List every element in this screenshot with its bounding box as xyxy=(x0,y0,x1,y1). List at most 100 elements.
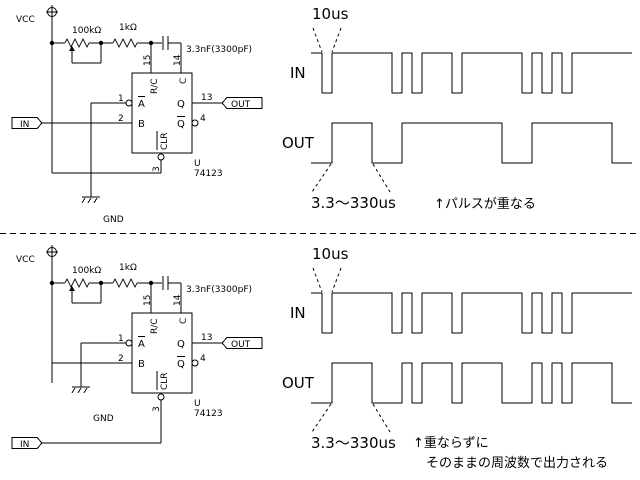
pin-3-number: 3 xyxy=(152,166,162,172)
ground-hatch xyxy=(77,387,82,394)
pulse-width-dimension xyxy=(331,27,342,53)
ground-hatch xyxy=(71,387,76,394)
junction-dot xyxy=(49,280,55,286)
ground-hatch xyxy=(87,197,92,204)
ground-hatch xyxy=(83,387,88,394)
pin-clr-name: CLR xyxy=(160,132,170,150)
resistor-label: 1kΩ xyxy=(119,263,137,273)
pin-2-number: 2 xyxy=(118,114,124,124)
timing-in-label: IN xyxy=(290,64,306,82)
pulse-width-label: 10us xyxy=(312,245,349,263)
pin-q-name: Q xyxy=(177,99,185,110)
pin-a-bubble-icon xyxy=(125,99,133,107)
pin-qbar-bubble-icon xyxy=(191,359,199,367)
ic-part-number: 74123 xyxy=(194,409,223,419)
pin-b-name: B xyxy=(138,119,145,130)
pot-label: 100kΩ xyxy=(72,266,101,276)
out-waveform xyxy=(311,122,632,164)
resistor-icon xyxy=(112,277,138,289)
output-width-label: 3.3～330us xyxy=(311,194,396,212)
pin-1-number: 1 xyxy=(118,334,124,344)
note-line: ↑パルスが重なる xyxy=(434,196,536,212)
resistor-icon xyxy=(112,37,138,49)
in-port-label: IN xyxy=(20,120,29,130)
timing-in-label: IN xyxy=(290,304,306,322)
timing-out-label: OUT xyxy=(282,374,315,392)
capacitor-label: 3.3nF(3300pF) xyxy=(186,285,252,295)
junction-dot xyxy=(98,280,104,286)
gnd-label: GND xyxy=(93,414,114,424)
pin-clr-bubble-icon xyxy=(157,393,165,401)
pin-qbar-bubble-icon xyxy=(191,119,199,127)
pin-qbar-name: Q xyxy=(177,359,185,370)
pot-label: 100kΩ xyxy=(72,26,101,36)
vcc-label: VCC xyxy=(16,15,35,25)
output-width-dimension xyxy=(311,403,332,433)
ic-74123-body xyxy=(131,72,193,154)
output-width-dimension xyxy=(372,163,391,193)
pulse-width-label: 10us xyxy=(312,5,349,23)
pin-clr-bubble-icon xyxy=(157,153,165,161)
pin-q-name: Q xyxy=(177,339,185,350)
in-port-tag xyxy=(11,117,43,129)
resistor-label: 1kΩ xyxy=(119,23,137,33)
vcc-label: VCC xyxy=(16,255,35,265)
in-port-label: IN xyxy=(20,440,29,450)
ground-hatch xyxy=(93,197,98,204)
capacitor-label: 3.3nF(3300pF) xyxy=(186,45,252,55)
pulse-width-dimension xyxy=(312,27,323,53)
ic-reference: U xyxy=(194,399,201,409)
pin-rc-name: R/C xyxy=(150,78,160,94)
ground-hatch xyxy=(81,197,86,204)
ic-part-number: 74123 xyxy=(194,169,223,179)
pin-14-number: 14 xyxy=(173,294,183,306)
timing-out-label: OUT xyxy=(282,134,315,152)
pot-wiper-arrow-icon xyxy=(69,46,75,51)
pulse-width-dimension xyxy=(331,267,342,293)
pin-4-number: 4 xyxy=(200,354,206,364)
in-waveform xyxy=(311,52,632,94)
note-line: ↑重ならずに xyxy=(413,435,489,451)
pin-3-number: 3 xyxy=(152,406,162,412)
gnd-label: GND xyxy=(103,215,124,225)
pin-14-number: 14 xyxy=(173,54,183,66)
output-width-dimension xyxy=(372,403,391,433)
ic-74123-body xyxy=(131,312,193,394)
pin-c-name: C xyxy=(179,318,189,324)
pot-wiper-arrow-icon xyxy=(69,286,75,291)
note-line: そのままの周波数で出力される xyxy=(426,456,608,471)
in-port-tag xyxy=(11,437,43,449)
pin-15-number: 15 xyxy=(143,295,153,306)
potentiometer-icon xyxy=(64,277,90,289)
pin-a-name: A xyxy=(138,339,145,350)
pin-15-number: 15 xyxy=(143,55,153,66)
pin-a-bubble-icon xyxy=(125,339,133,347)
ic-reference: U xyxy=(194,159,201,169)
pin-clr-name: CLR xyxy=(160,372,170,390)
pin-13-number: 13 xyxy=(201,333,212,343)
junction-dot xyxy=(98,40,104,46)
out-port-label: OUT xyxy=(231,100,251,110)
pin-qbar-name: Q xyxy=(177,119,185,130)
pin-a-name: A xyxy=(138,99,145,110)
pin-c-name: C xyxy=(179,78,189,84)
output-width-label: 3.3～330us xyxy=(311,434,396,452)
junction-dot xyxy=(49,40,55,46)
out-waveform xyxy=(311,362,632,404)
potentiometer-icon xyxy=(64,37,90,49)
pin-13-number: 13 xyxy=(201,93,212,103)
pin-2-number: 2 xyxy=(118,354,124,364)
pin-4-number: 4 xyxy=(200,114,206,124)
pin-1-number: 1 xyxy=(118,94,124,104)
in-waveform xyxy=(311,292,632,334)
out-port-tag xyxy=(221,337,263,349)
output-width-dimension xyxy=(311,163,332,193)
out-port-label: OUT xyxy=(231,340,251,350)
out-port-tag xyxy=(221,97,263,109)
pulse-width-dimension xyxy=(312,267,323,293)
pin-b-name: B xyxy=(138,359,145,370)
pin-rc-name: R/C xyxy=(150,318,160,334)
